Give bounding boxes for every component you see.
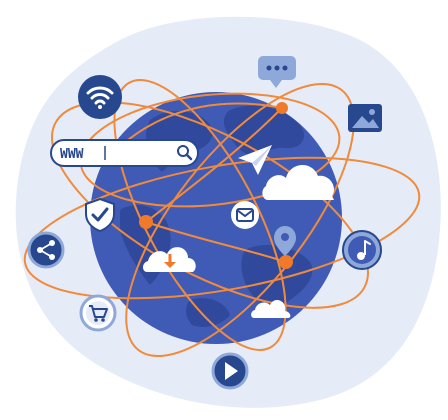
cloud-icon [262, 164, 335, 200]
small-cloud-icon [251, 300, 291, 318]
chat-bubble-icon[interactable] [258, 56, 296, 88]
paper-plane-icon [238, 145, 272, 175]
share-icon[interactable] [27, 231, 65, 269]
play-icon[interactable] [211, 352, 249, 390]
music-note-icon[interactable] [342, 230, 382, 270]
search-bar[interactable]: WWW [50, 139, 199, 167]
shield-check-icon [85, 197, 115, 233]
search-icon[interactable] [177, 145, 193, 161]
shopping-cart-icon[interactable] [79, 294, 117, 332]
orbit-nodes [139, 102, 293, 269]
location-pin-icon [274, 226, 296, 256]
search-input[interactable]: WWW [60, 147, 84, 162]
image-icon[interactable] [348, 104, 382, 132]
mail-icon[interactable] [231, 201, 259, 229]
wifi-icon[interactable] [78, 75, 122, 119]
cloud-download-icon[interactable] [143, 247, 196, 272]
